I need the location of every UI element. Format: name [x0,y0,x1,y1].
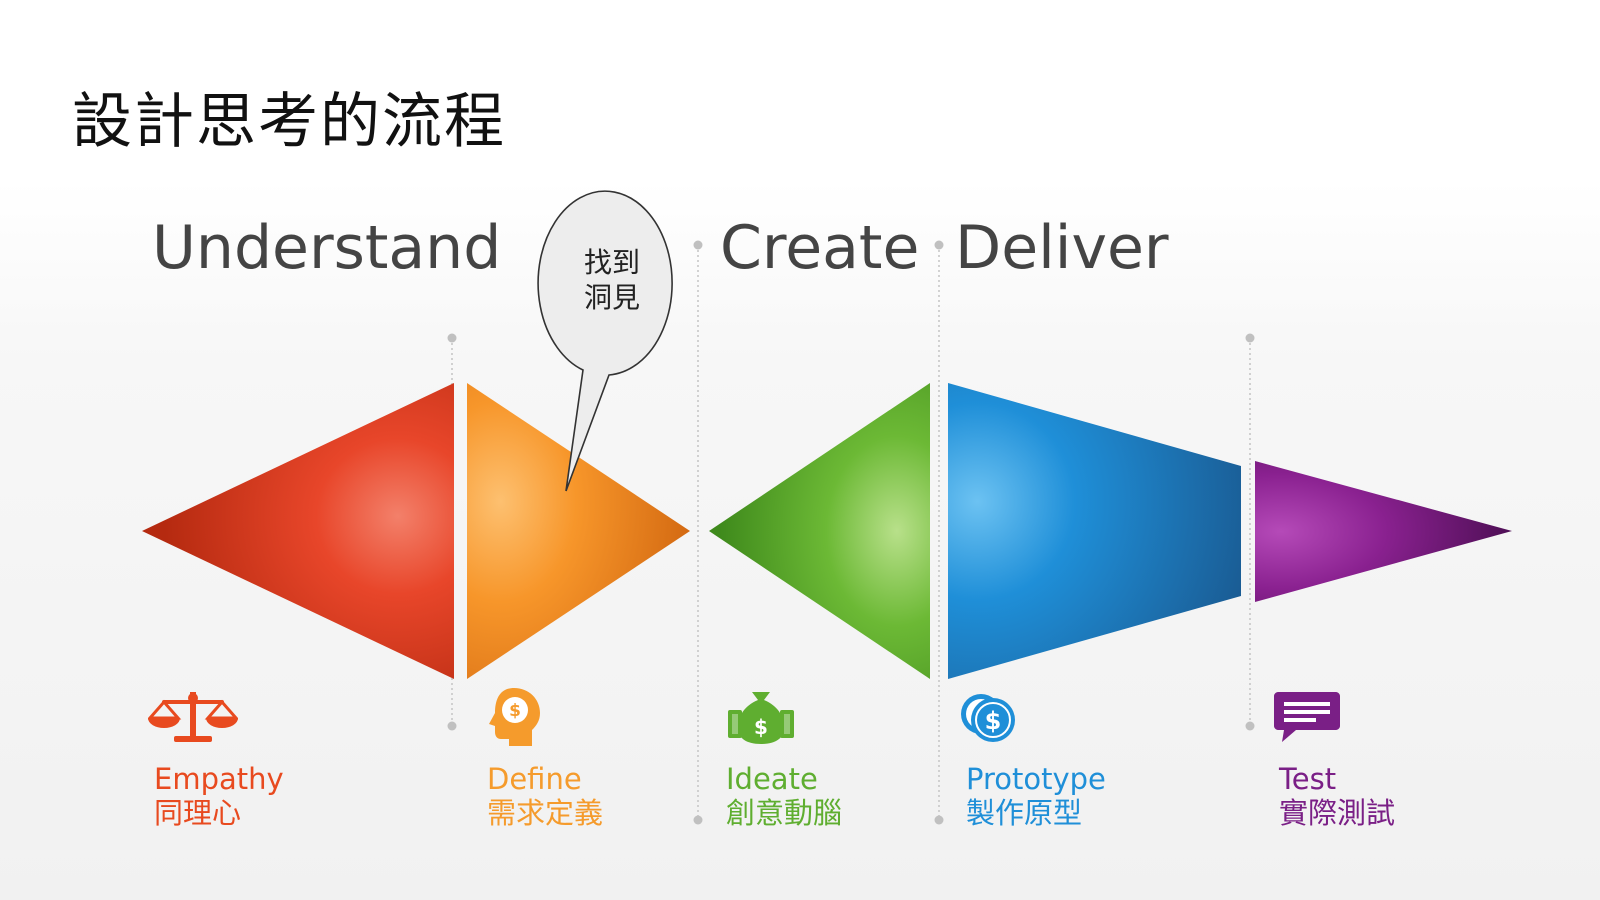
stage-ideate: Ideate 創意動腦 [726,762,842,830]
phase-deliver: Deliver [955,213,1169,283]
stage-ideate-en: Ideate [726,762,818,796]
svg-text:$: $ [985,707,1002,735]
stage-define: Define 需求定義 [487,762,603,830]
phase-understand: Understand [152,213,502,283]
scales-icon [148,692,238,742]
dollar-coins-icon: $ [961,694,1015,742]
define-shape [467,383,690,679]
page-title: 設計思考的流程 [72,87,506,157]
phase-create: Create [720,213,920,283]
callout-line-1: 找到 [583,246,640,279]
stage-prototype-zh: 製作原型 [966,796,1083,830]
ideate-shape [709,383,930,679]
stage-test-zh: 實際測試 [1279,796,1396,830]
stage-define-en: Define [487,762,582,796]
stage-prototype: Prototype 製作原型 [966,762,1106,830]
callout-bubble [537,190,673,492]
stage-define-zh: 需求定義 [487,796,604,830]
callout-text: 找到 洞見 [582,245,642,315]
svg-text:$: $ [754,715,768,739]
stage-ideate-zh: 創意動腦 [726,796,843,830]
money-bag-icon: $ [728,692,794,744]
stage-empathy: Empathy 同理心 [154,762,284,830]
stage-empathy-en: Empathy [154,762,284,796]
stage-empathy-zh: 同理心 [154,796,242,830]
test-shape [1255,461,1512,602]
callout-line-2: 洞見 [583,281,640,314]
stage-prototype-en: Prototype [966,762,1106,796]
svg-text:$: $ [509,701,521,721]
empathy-shape [142,383,454,679]
prototype-shape [948,383,1241,679]
stage-test: Test 實際測試 [1279,762,1395,830]
head-dollar-icon: $ [489,688,540,746]
chat-bubble-icon [1274,692,1340,742]
stage-test-en: Test [1279,762,1337,796]
separator-lines [447,240,1255,825]
